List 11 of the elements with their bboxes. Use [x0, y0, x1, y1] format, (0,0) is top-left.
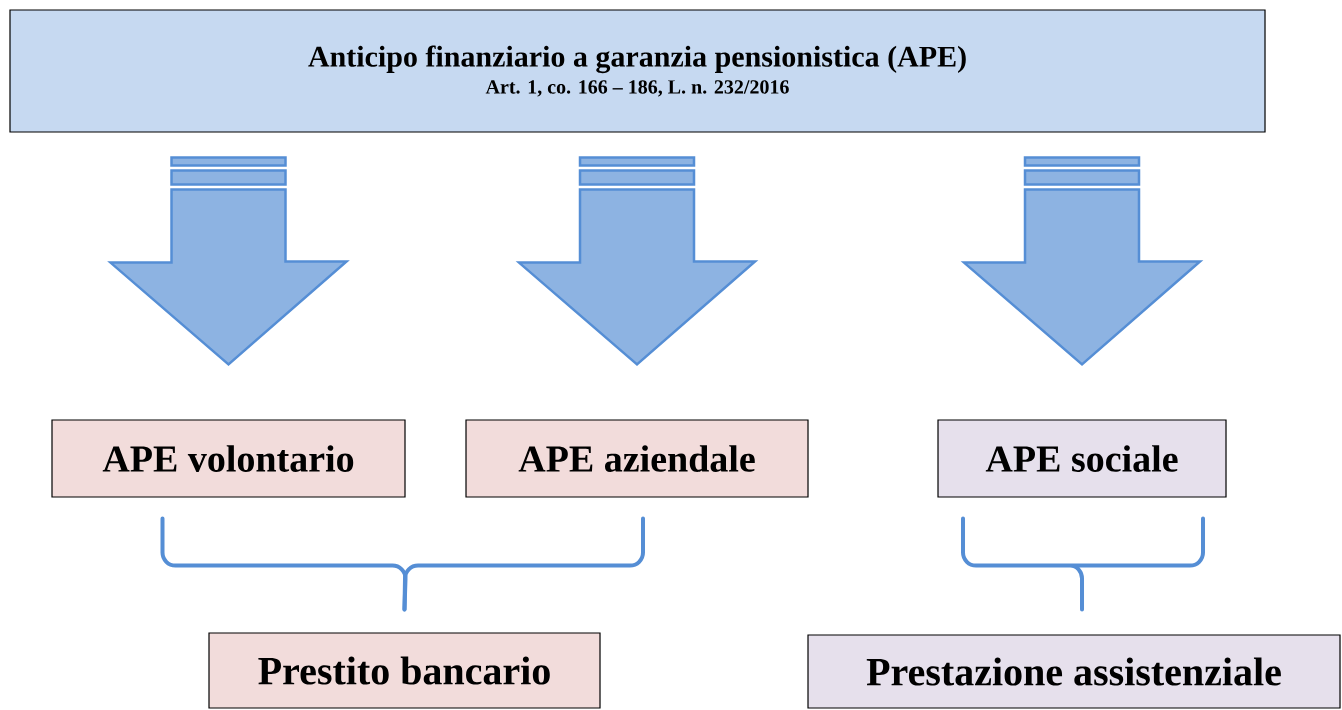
label-box: Prestazione assistenziale: [807, 634, 1341, 709]
label-box: Prestito bancario: [208, 632, 601, 709]
block-arrow: [960, 156, 1204, 367]
label-box: APE volontario: [51, 419, 406, 498]
label-box: APE aziendale: [465, 419, 809, 498]
title-box: Anticipo finanziario a garanzia pensionistica (APE) Art. 1, co. 166 – 186, L. n. 232/2016: [9, 9, 1266, 133]
block-arrow: [515, 156, 759, 367]
block-arrow: [107, 156, 350, 367]
brace: [961, 516, 1205, 612]
label-box: APE sociale: [937, 419, 1227, 498]
brace: [402, 516, 645, 612]
